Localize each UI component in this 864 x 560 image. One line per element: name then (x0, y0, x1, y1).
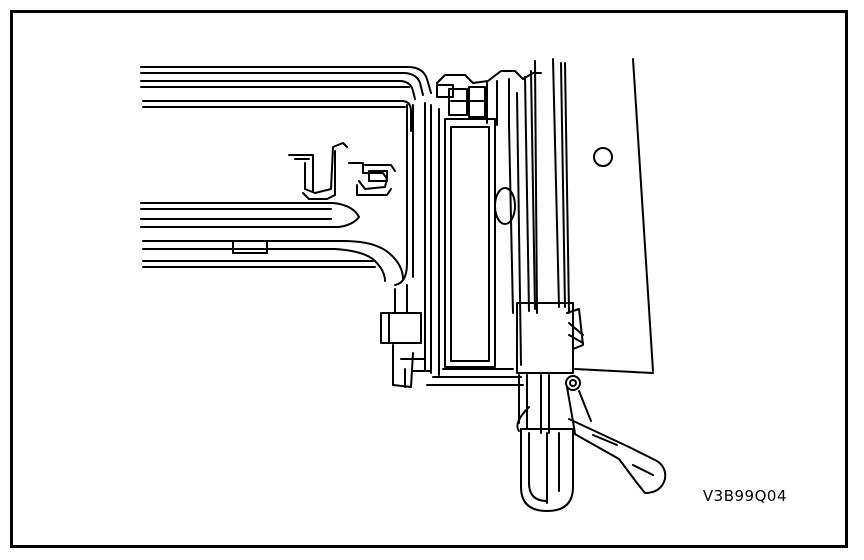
pivot-arm (516, 374, 592, 434)
cover-hole (593, 147, 613, 167)
vertical-frame-member (394, 102, 440, 376)
lower-bracket-block (380, 284, 432, 388)
pivot-pin (565, 375, 581, 391)
handle-tube (520, 428, 574, 512)
figure-code: V3B99Q04 (702, 487, 787, 505)
rivet-slot (494, 187, 516, 225)
upper-rail (140, 66, 432, 132)
cover-panel (534, 58, 654, 374)
mounting-bracket (288, 142, 396, 200)
lower-rail (140, 202, 404, 282)
pivot-pin-center (569, 379, 577, 387)
slide-channel (494, 70, 536, 366)
technical-illustration (140, 58, 667, 512)
inner-panel (426, 118, 524, 386)
handle-bracket (516, 302, 584, 391)
angled-lever (568, 418, 667, 494)
hinge-assembly (436, 70, 542, 126)
figure-frame: V3B99Q04 (10, 10, 848, 548)
